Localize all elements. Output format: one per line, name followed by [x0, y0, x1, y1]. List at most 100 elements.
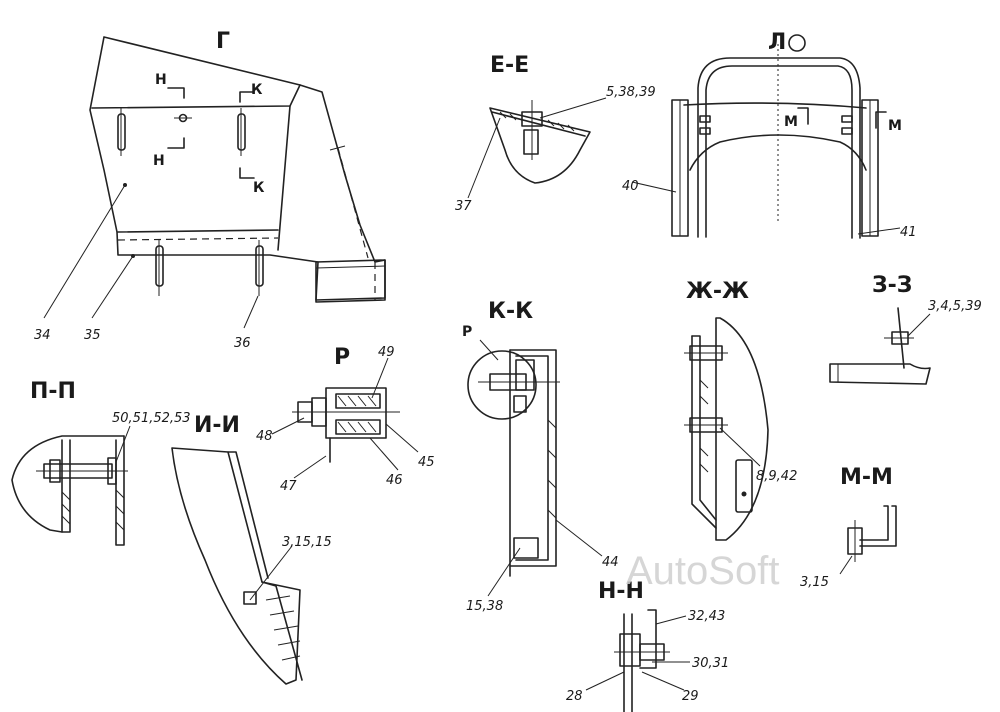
leader-46 [369, 437, 399, 471]
leader-35 [91, 255, 134, 319]
callout-34: 34 [34, 328, 51, 343]
callout-3-15-15: 3,15,15 [282, 535, 332, 550]
mark-m-left: М [784, 114, 798, 130]
panel-hidden-line [117, 237, 279, 241]
leader-15-38 [487, 547, 521, 597]
zhzh-slot [735, 459, 753, 513]
leader-47 [293, 455, 327, 479]
callout-32-43: 32,43 [688, 609, 725, 624]
view-l [631, 34, 901, 239]
section-mark-n [167, 137, 185, 149]
view-ii [171, 447, 303, 685]
leader-p [479, 339, 499, 361]
mark-n-top: Н [155, 72, 167, 88]
nn-block [619, 633, 641, 667]
leader-3-15 [839, 555, 853, 575]
frame-outer [697, 57, 861, 239]
section-mark-k [239, 91, 255, 103]
frame-crossbar [683, 102, 867, 109]
zhzh-body [715, 317, 769, 541]
section-title-ii: И-И [194, 413, 240, 438]
callout-30-31: 30,31 [692, 656, 729, 671]
callout-47: 47 [280, 479, 297, 494]
section-title-nn: Н-Н [598, 579, 644, 604]
callout-50-53: 50,51,52,53 [112, 411, 191, 426]
section-title-l: Л [768, 30, 786, 55]
box-part [315, 259, 386, 303]
section-mark-m [797, 107, 809, 125]
view-zhzh [684, 317, 769, 541]
section-title-mm: М-М [840, 465, 893, 490]
mark-m-right: М [888, 118, 902, 134]
mark-p: Р [462, 324, 472, 340]
ee-body [489, 107, 591, 184]
panel-right-edge [277, 105, 291, 251]
section-title-g: Г [216, 29, 230, 54]
callout-36: 36 [234, 336, 251, 351]
frame-inner [705, 65, 853, 239]
view-circle-mark [788, 34, 806, 52]
leader-29 [641, 671, 685, 691]
leader-49 [371, 357, 389, 399]
view-kk [467, 339, 603, 597]
mm-bracket [859, 505, 889, 541]
view-zz [829, 307, 931, 385]
mark-n-bottom: Н [153, 153, 165, 169]
panel-lower-edge [117, 229, 279, 233]
callout-48: 48 [256, 429, 273, 444]
view-g: Н Н К К [43, 36, 386, 329]
callout-3-15: 3,15 [800, 575, 829, 590]
section-title-pp: П-П [30, 379, 76, 404]
panel-top-edge [91, 84, 301, 109]
callout-37: 37 [455, 199, 472, 214]
mark-k-bottom: К [253, 180, 265, 196]
zz-plate [829, 363, 931, 385]
leader-28 [585, 671, 625, 691]
leader-44 [555, 519, 603, 557]
section-mark-n [167, 87, 185, 99]
panel-tick [329, 145, 346, 151]
leader-45 [385, 423, 419, 453]
r-housing [325, 387, 387, 439]
section-title-ee: Е-Е [490, 53, 529, 78]
view-ee [467, 97, 607, 199]
leader-3-15-15 [249, 545, 293, 601]
leader-34 [43, 184, 126, 319]
kk-detail-circle [467, 350, 537, 420]
callout-8-9-42: 8,9,42 [756, 469, 797, 484]
callout-29: 29 [682, 689, 699, 704]
callout-15-38: 15,38 [466, 599, 503, 614]
view-mm [839, 505, 897, 575]
frame-arch [689, 134, 867, 171]
leader-32-43 [655, 615, 687, 625]
section-title-zz: З-З [872, 273, 912, 298]
leader-3-4-5-39 [907, 313, 931, 337]
leader-36 [243, 295, 259, 329]
leader-50-53 [115, 425, 131, 463]
panel-outline [89, 36, 386, 301]
callout-44: 44 [602, 555, 619, 570]
section-mark-m [875, 111, 887, 129]
callout-5-38-39: 5,38,39 [606, 85, 656, 100]
callout-35: 35 [84, 328, 101, 343]
leader-41 [857, 227, 901, 235]
callout-28: 28 [566, 689, 583, 704]
callout-40: 40 [622, 179, 639, 194]
leader-48 [271, 417, 305, 435]
mark-k-top: К [251, 82, 263, 98]
callout-45: 45 [418, 455, 435, 470]
ii-body [171, 447, 301, 685]
callout-49: 49 [378, 345, 395, 360]
view-r [271, 357, 419, 479]
leader-40 [631, 181, 677, 193]
ii-bolt [243, 591, 257, 605]
section-title-kk: К-К [488, 299, 533, 324]
section-title-r: Р [334, 345, 350, 370]
pp-body [11, 435, 125, 533]
view-pp [11, 425, 131, 546]
section-title-zhzh: Ж-Ж [686, 279, 749, 304]
section-mark-k [239, 167, 255, 179]
leader-8-9-42 [719, 427, 761, 467]
leader-5-38-39 [539, 97, 607, 119]
